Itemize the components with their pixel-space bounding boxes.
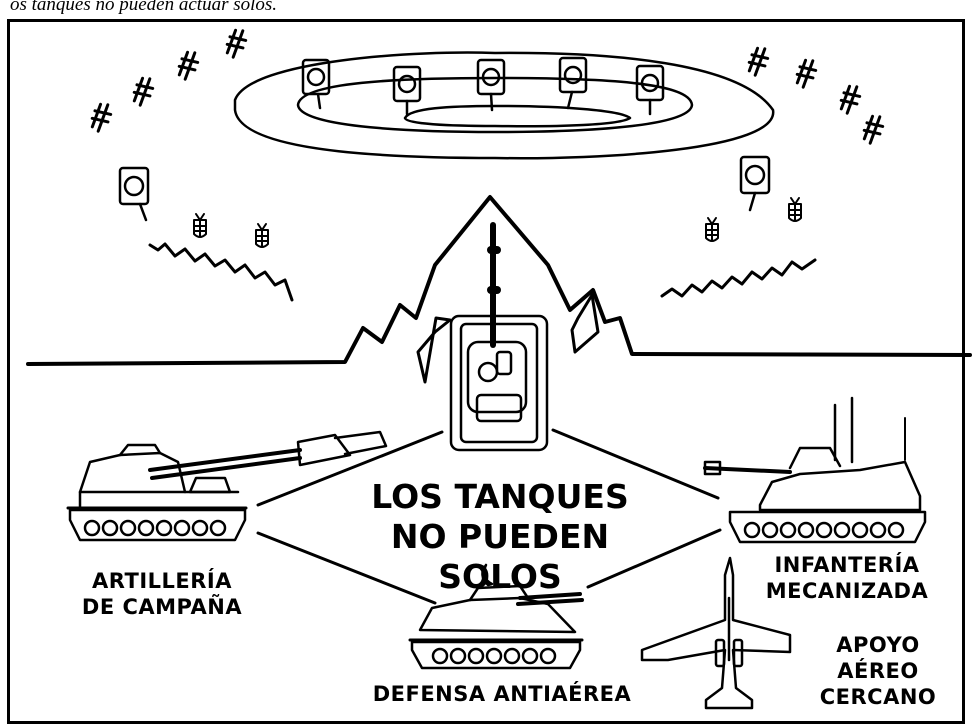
artillery-label-line1: ARTILLERÍA xyxy=(92,569,232,593)
artillery-label: ARTILLERÍA DE CAMPAÑA xyxy=(62,568,262,620)
infantry-label-line1: INFANTERÍA xyxy=(774,553,920,577)
figure-caption: os tanques no pueden actuar solos. xyxy=(10,0,278,15)
enemy-target-icon xyxy=(476,58,506,112)
enemy-target-icon xyxy=(635,64,665,116)
arrow-inner-jag-left xyxy=(416,316,452,384)
enemy-target-icon xyxy=(118,166,150,222)
enemy-target-icon xyxy=(392,65,422,116)
arrow-inner-jag-right xyxy=(570,293,600,354)
trench-line-right xyxy=(660,258,817,298)
support-links xyxy=(256,428,722,605)
air-defense-label-line1: DEFENSA ANTIAÉREA xyxy=(372,682,632,706)
front-line-arrow xyxy=(26,195,972,366)
infantry-label: INFANTERÍA MECANIZADA xyxy=(742,552,952,604)
enemy-position-rings xyxy=(233,51,775,160)
center-title-line2: NO PUEDEN SOLOS xyxy=(390,517,610,596)
air-support-label-line1: APOYO xyxy=(836,633,920,657)
tank-top-view-icon xyxy=(449,222,549,452)
air-defense-label: DEFENSA ANTIAÉREA xyxy=(362,681,642,707)
enemy-target-icon xyxy=(558,56,588,110)
center-title-line1: LOS TANQUES xyxy=(371,477,629,516)
artillery-label-line2: DE CAMPAÑA xyxy=(81,595,243,619)
air-defense-vehicle-icon xyxy=(408,563,584,670)
infantry-vehicle-icon xyxy=(703,396,927,544)
artillery-vehicle-icon xyxy=(66,430,388,542)
wire-obstacle-icons xyxy=(90,28,885,145)
jet-aircraft-icon xyxy=(640,556,792,710)
trench-line-left xyxy=(148,242,294,302)
mine-icons xyxy=(193,197,802,248)
infantry-label-line2: MECANIZADA xyxy=(765,579,929,603)
enemy-target-icons xyxy=(118,56,771,222)
center-title: LOS TANQUES NO PUEDEN SOLOS xyxy=(330,477,670,597)
air-support-label-line3: CERCANO xyxy=(819,685,937,709)
enemy-target-icon xyxy=(739,155,771,212)
enemy-target-icon xyxy=(301,58,331,110)
air-support-label: APOYO AÉREO CERCANO xyxy=(818,632,938,710)
air-support-label-line2: AÉREO xyxy=(837,659,919,683)
